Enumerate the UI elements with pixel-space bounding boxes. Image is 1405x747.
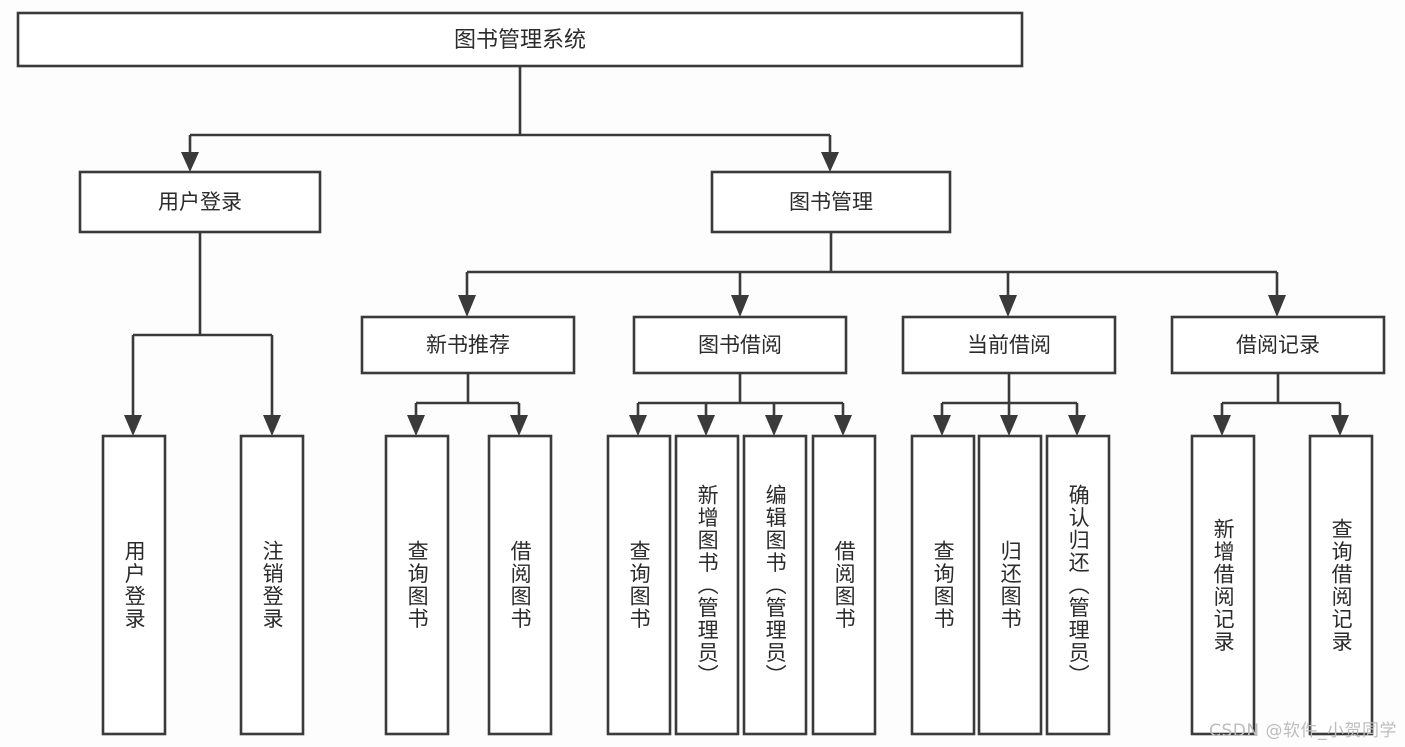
leaf-box-book-borrow-1[interactable] xyxy=(606,434,672,736)
node-new-book-recommend-box[interactable] xyxy=(360,315,576,375)
arrow-book-mgmt-child-4 xyxy=(1268,295,1286,317)
leaf-box-new-book-2[interactable] xyxy=(487,434,553,736)
node-root-label: 图书管理系统 xyxy=(454,28,586,53)
arrow-borrow-record-leaf-1 xyxy=(1213,415,1231,436)
leaf-box-book-borrow-4[interactable] xyxy=(811,434,877,736)
arrow-current-borrow-leaf-1 xyxy=(933,415,951,436)
arrow-root-to-user-login xyxy=(181,152,199,172)
leaf-box-borrow-record-2[interactable] xyxy=(1308,434,1374,736)
node-borrow-record-box[interactable] xyxy=(1170,315,1386,375)
leaf-box-user-login-2[interactable] xyxy=(239,434,305,736)
node-book-mgmt-box[interactable] xyxy=(710,170,952,234)
arrow-current-borrow-leaf-3 xyxy=(1068,415,1086,436)
arrow-book-borrow-leaf-4 xyxy=(834,415,852,436)
node-book-mgmt-label: 图书管理 xyxy=(789,190,873,214)
arrow-new-book-leaf-1 xyxy=(407,415,425,436)
arrow-book-borrow-leaf-1 xyxy=(629,415,647,436)
arrow-book-borrow-leaf-2 xyxy=(697,415,715,436)
leaf-box-current-borrow-2[interactable] xyxy=(977,434,1043,736)
arrow-current-borrow-leaf-2 xyxy=(1000,415,1018,436)
node-new-book-recommend-label: 新书推荐 xyxy=(426,333,510,357)
arrow-root-to-book-mgmt xyxy=(821,152,839,172)
node-borrow-record-label: 借阅记录 xyxy=(1236,333,1320,357)
leaf-box-new-book-1[interactable] xyxy=(384,434,450,736)
leaf-box-current-borrow-3[interactable] xyxy=(1045,434,1111,736)
leaf-box-user-login-1[interactable] xyxy=(101,434,167,736)
node-root-box[interactable] xyxy=(16,11,1024,68)
node-current-borrow-label: 当前借阅 xyxy=(967,333,1051,357)
csdn-watermark: CSDN @软件_小贺同学 xyxy=(1209,721,1397,741)
arrow-book-mgmt-child-1 xyxy=(458,295,476,317)
node-book-borrow-label: 图书借阅 xyxy=(698,333,782,357)
arrow-book-mgmt-child-3 xyxy=(999,295,1017,317)
leaf-box-current-borrow-1[interactable] xyxy=(910,434,976,736)
node-current-borrow-box[interactable] xyxy=(901,315,1117,375)
arrow-book-borrow-leaf-3 xyxy=(765,415,783,436)
node-user-login-label: 用户登录 xyxy=(158,190,242,214)
arrow-new-book-leaf-2 xyxy=(510,415,528,436)
arrow-book-mgmt-child-2 xyxy=(731,295,749,317)
leaf-box-book-borrow-3[interactable] xyxy=(742,434,808,736)
leaf-box-book-borrow-2[interactable] xyxy=(674,434,740,736)
arrow-borrow-record-leaf-2 xyxy=(1331,415,1349,436)
leaf-box-borrow-record-1[interactable] xyxy=(1190,434,1256,736)
arrow-user-login-leaf-2 xyxy=(263,415,281,436)
node-book-borrow-box[interactable] xyxy=(632,315,848,375)
arrow-user-login-leaf-1 xyxy=(124,415,142,436)
